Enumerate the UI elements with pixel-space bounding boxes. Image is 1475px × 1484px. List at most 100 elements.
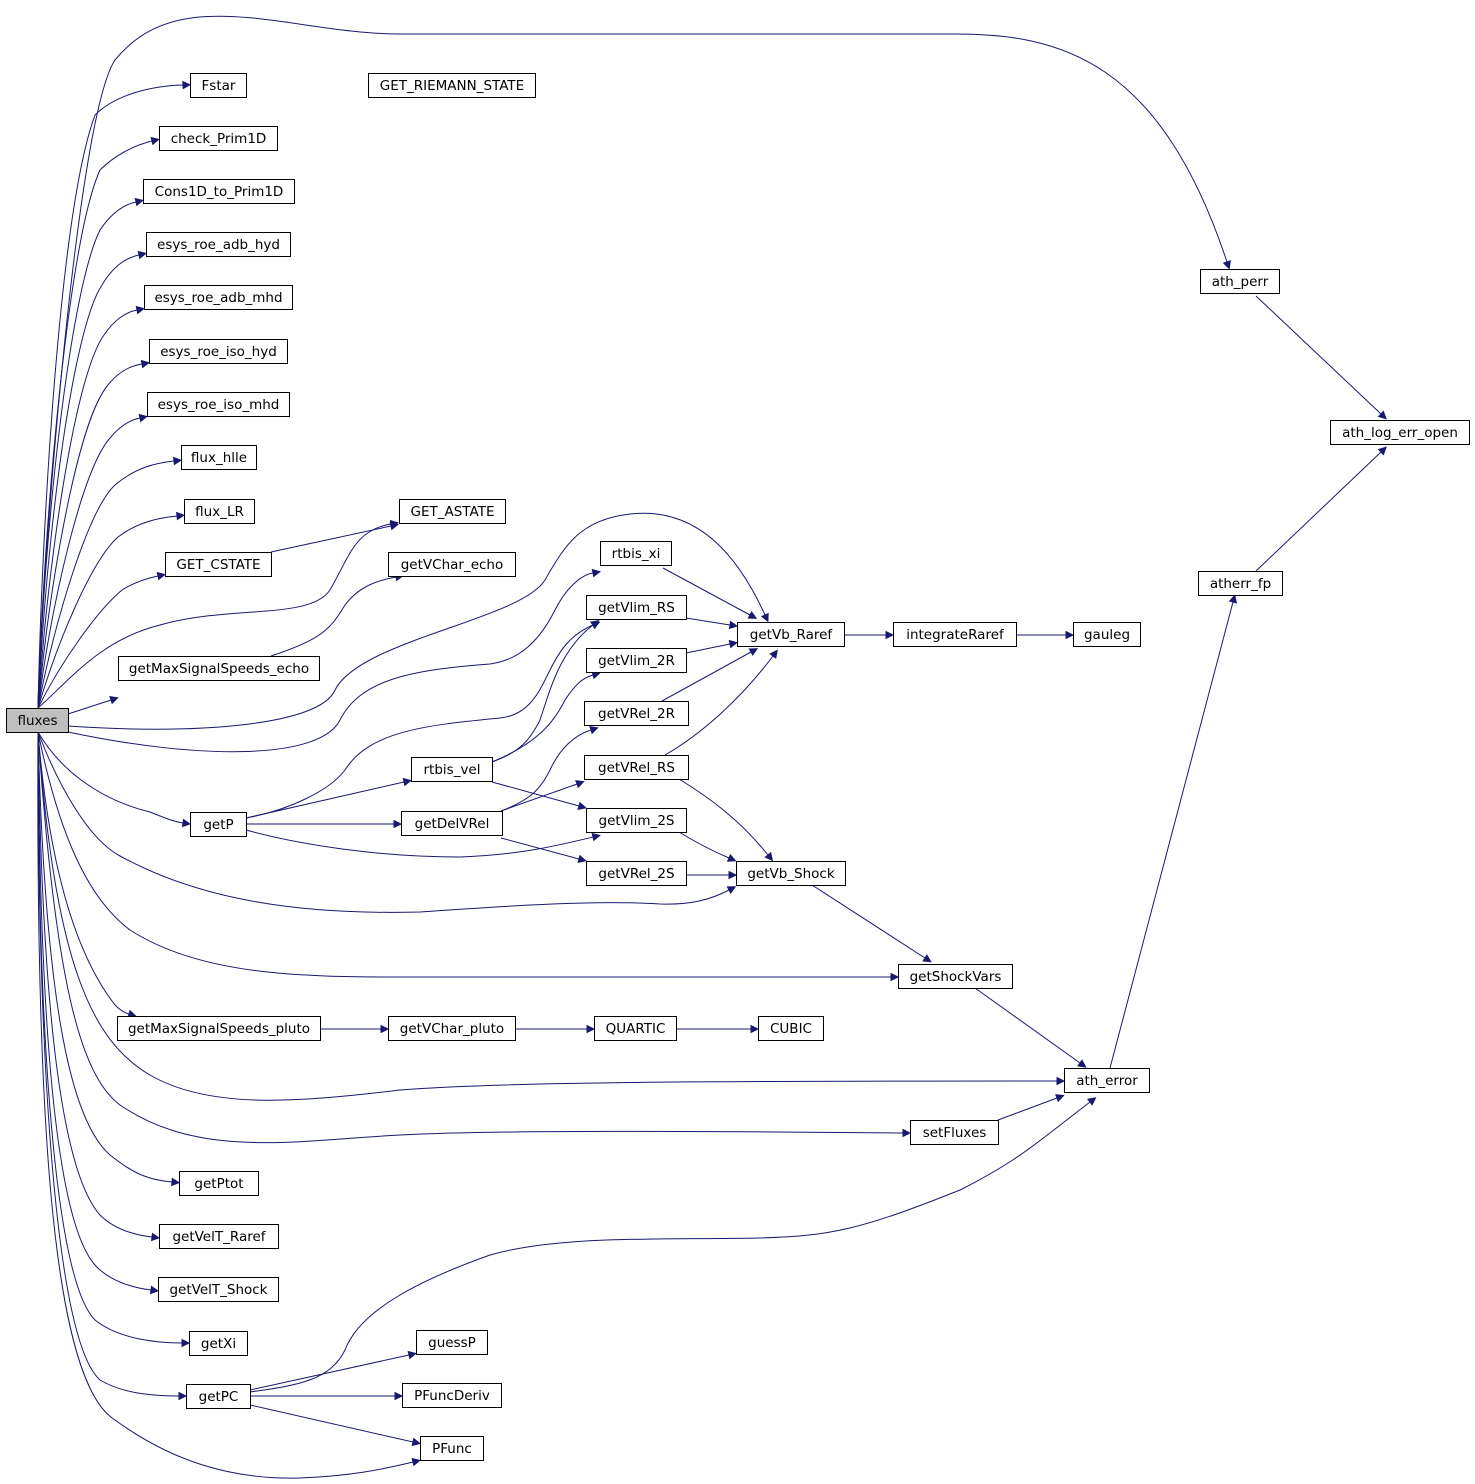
node-getvlim-2r[interactable]: getVlim_2R — [586, 648, 687, 673]
node-box-esys-roe-iso-hyd[interactable] — [149, 339, 288, 364]
node-box-quartic[interactable] — [594, 1016, 677, 1041]
node-getp[interactable]: getP — [190, 812, 247, 837]
node-box-getvelt-shock[interactable] — [158, 1277, 279, 1302]
node-check-prim1d[interactable]: check_Prim1D — [159, 126, 278, 151]
node-get-riemann-state[interactable]: GET_RIEMANN_STATE — [368, 73, 536, 98]
node-box-pfunc[interactable] — [420, 1436, 484, 1461]
node-box-getmaxsignalspeeds-pluto[interactable] — [117, 1016, 321, 1041]
node-label-get-astate: GET_ASTATE — [411, 504, 495, 520]
node-box-getvrel-rs[interactable] — [584, 755, 689, 780]
node-box-esys-roe-adb-hyd[interactable] — [146, 232, 291, 257]
node-box-guessp[interactable] — [416, 1330, 488, 1355]
node-box-getvrel-2r[interactable] — [584, 701, 689, 726]
node-box-getvlim-rs[interactable] — [586, 595, 687, 620]
node-box-getvb-raref[interactable] — [737, 622, 845, 647]
node-esys-roe-adb-mhd[interactable]: esys_roe_adb_mhd — [144, 285, 293, 310]
edge-fluxes-to-ath-error-arrowhead — [1056, 1076, 1066, 1086]
node-fluxes[interactable]: fluxes — [6, 708, 69, 733]
node-getvrel-2s[interactable]: getVRel_2S — [586, 861, 687, 886]
node-box-rtbis-vel[interactable] — [411, 757, 493, 782]
node-box-esys-roe-iso-mhd[interactable] — [147, 392, 290, 417]
node-getmaxsignalspeeds-echo[interactable]: getMaxSignalSpeeds_echo — [118, 656, 320, 681]
node-ath-perr[interactable]: ath_perr — [1200, 269, 1280, 294]
node-esys-roe-adb-hyd[interactable]: esys_roe_adb_hyd — [146, 232, 291, 257]
node-box-getvlim-2s[interactable] — [586, 808, 687, 833]
node-box-fstar[interactable] — [190, 73, 247, 98]
node-label-fstar: Fstar — [202, 78, 236, 94]
node-box-pfuncderiv[interactable] — [402, 1383, 502, 1408]
node-getvb-raref[interactable]: getVb_Raref — [737, 622, 845, 647]
node-box-setfluxes[interactable] — [910, 1120, 999, 1145]
node-getxi[interactable]: getXi — [189, 1331, 248, 1356]
node-box-check-prim1d[interactable] — [159, 126, 278, 151]
node-rtbis-xi[interactable]: rtbis_xi — [600, 541, 672, 566]
node-esys-roe-iso-hyd[interactable]: esys_roe_iso_hyd — [149, 339, 288, 364]
node-getdelvrel[interactable]: getDelVRel — [401, 811, 503, 836]
node-box-gauleg[interactable] — [1073, 622, 1141, 647]
node-box-cons1d-to-prim1d[interactable] — [143, 179, 295, 204]
node-box-getxi[interactable] — [189, 1331, 248, 1356]
node-fstar[interactable]: Fstar — [190, 73, 247, 98]
node-quartic[interactable]: QUARTIC — [594, 1016, 677, 1041]
node-box-getvchar-pluto[interactable] — [388, 1016, 516, 1041]
node-cons1d-to-prim1d[interactable]: Cons1D_to_Prim1D — [143, 179, 295, 204]
node-box-getvb-shock[interactable] — [736, 861, 846, 886]
node-atherr-fp[interactable]: atherr_fp — [1198, 571, 1283, 596]
node-getshockvars[interactable]: getShockVars — [898, 964, 1013, 989]
node-pfunc[interactable]: PFunc — [420, 1436, 484, 1461]
node-integrateraref[interactable]: integrateRaref — [893, 622, 1017, 647]
node-getvlim-rs[interactable]: getVlim_RS — [586, 595, 687, 620]
node-box-getvelt-raref[interactable] — [159, 1224, 279, 1249]
node-pfuncderiv[interactable]: PFuncDeriv — [402, 1383, 502, 1408]
node-box-getptot[interactable] — [179, 1171, 259, 1196]
node-get-astate[interactable]: GET_ASTATE — [399, 499, 506, 524]
node-box-flux-hlle[interactable] — [181, 445, 257, 470]
node-box-getdelvrel[interactable] — [401, 811, 503, 836]
node-esys-roe-iso-mhd[interactable]: esys_roe_iso_mhd — [147, 392, 290, 417]
node-getvrel-rs[interactable]: getVRel_RS — [584, 755, 689, 780]
node-getvelt-shock[interactable]: getVelT_Shock — [158, 1277, 279, 1302]
node-box-get-astate[interactable] — [399, 499, 506, 524]
node-box-getpc[interactable] — [186, 1384, 251, 1409]
node-getvchar-echo[interactable]: getVChar_echo — [388, 552, 516, 577]
node-ath-log-err-open[interactable]: ath_log_err_open — [1330, 420, 1470, 445]
node-box-get-cstate[interactable] — [165, 552, 272, 577]
node-box-get-riemann-state[interactable] — [368, 73, 536, 98]
node-gauleg[interactable]: gauleg — [1073, 622, 1141, 647]
edge-getvrel-rs-to-getvb-raref-line — [664, 655, 774, 756]
node-box-esys-roe-adb-mhd[interactable] — [144, 285, 293, 310]
node-box-getmaxsignalspeeds-echo[interactable] — [118, 656, 320, 681]
node-box-ath-perr[interactable] — [1200, 269, 1280, 294]
node-flux-hlle[interactable]: flux_hlle — [181, 445, 257, 470]
node-cubic[interactable]: CUBIC — [758, 1016, 824, 1041]
node-box-getp[interactable] — [190, 812, 247, 837]
node-box-cubic[interactable] — [758, 1016, 824, 1041]
node-box-flux-lr[interactable] — [184, 499, 255, 524]
node-getvelt-raref[interactable]: getVelT_Raref — [159, 1224, 279, 1249]
node-rtbis-vel[interactable]: rtbis_vel — [411, 757, 493, 782]
node-getmaxsignalspeeds-pluto[interactable]: getMaxSignalSpeeds_pluto — [117, 1016, 321, 1041]
edge-getpc-to-guessp — [249, 1350, 417, 1391]
node-box-getvchar-echo[interactable] — [388, 552, 516, 577]
node-getpc[interactable]: getPC — [186, 1384, 251, 1409]
node-box-getvlim-2r[interactable] — [586, 648, 687, 673]
node-box-rtbis-xi[interactable] — [600, 541, 672, 566]
node-get-cstate[interactable]: GET_CSTATE — [165, 552, 272, 577]
node-getvchar-pluto[interactable]: getVChar_pluto — [388, 1016, 516, 1041]
node-box-fluxes[interactable] — [6, 708, 69, 733]
node-getvlim-2s[interactable]: getVlim_2S — [586, 808, 687, 833]
node-guessp[interactable]: guessP — [416, 1330, 488, 1355]
node-box-getshockvars[interactable] — [898, 964, 1013, 989]
node-box-ath-error[interactable] — [1064, 1068, 1150, 1093]
node-getptot[interactable]: getPtot — [179, 1171, 259, 1196]
node-box-atherr-fp[interactable] — [1198, 571, 1283, 596]
node-box-integrateraref[interactable] — [893, 622, 1017, 647]
edge-getpc-to-guessp-line — [249, 1354, 410, 1391]
node-setfluxes[interactable]: setFluxes — [910, 1120, 999, 1145]
node-getvrel-2r[interactable]: getVRel_2R — [584, 701, 689, 726]
node-box-ath-log-err-open[interactable] — [1330, 420, 1470, 445]
node-ath-error[interactable]: ath_error — [1064, 1068, 1150, 1093]
node-box-getvrel-2s[interactable] — [586, 861, 687, 886]
node-flux-lr[interactable]: flux_LR — [184, 499, 255, 524]
node-getvb-shock[interactable]: getVb_Shock — [736, 861, 846, 886]
